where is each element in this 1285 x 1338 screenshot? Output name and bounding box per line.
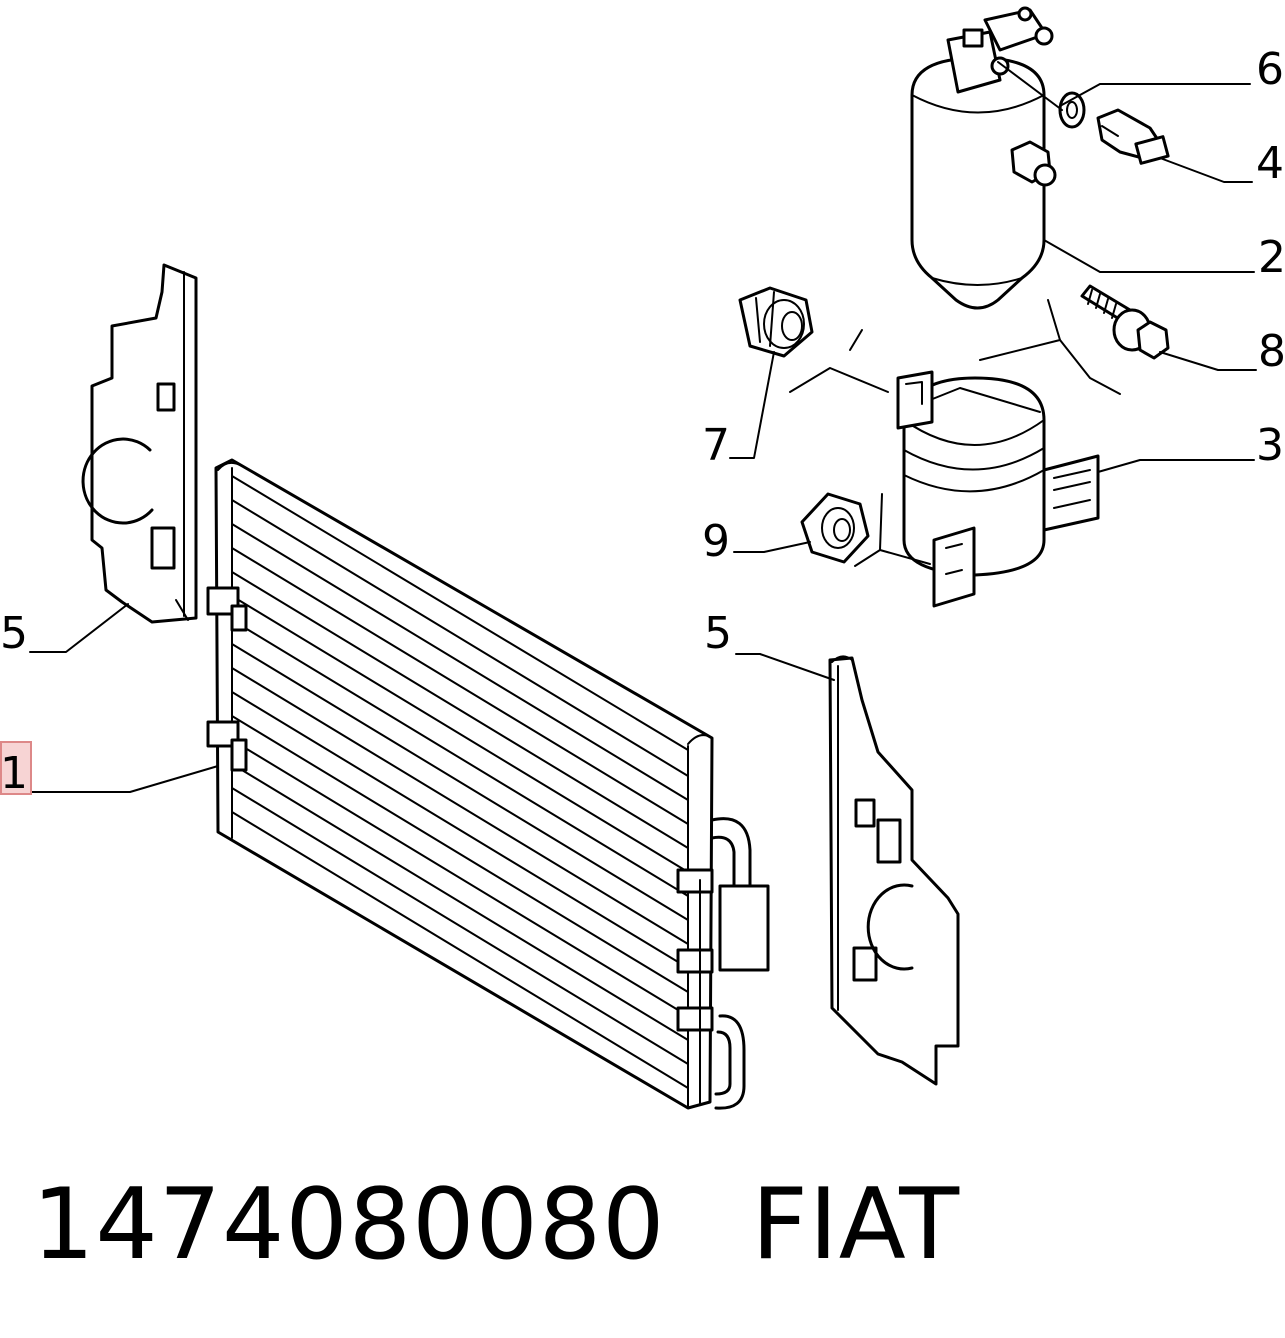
callout-1: 1 [0,748,28,799]
part-number: 1474080080 [32,1168,666,1282]
nut-9 [800,492,870,564]
callout-9: 9 [702,516,730,567]
callout-5-left: 5 [0,608,28,659]
nut-7 [738,286,814,358]
condenser [206,458,770,1110]
callout-4: 4 [1256,138,1284,189]
bolt [1080,284,1170,360]
bracket [789,299,1121,608]
callout-3: 3 [1256,420,1284,471]
side-panel-right [828,655,960,1086]
footer-caption: 1474080080 FIAT [32,1168,960,1282]
brand-name: FIAT [751,1168,961,1282]
callout-8: 8 [1258,326,1285,377]
receiver-drier [910,6,1057,310]
pressure-switch [1096,108,1170,165]
callout-5-right: 5 [704,608,732,659]
callout-7: 7 [702,420,730,471]
callout-2: 2 [1258,232,1285,283]
callout-6: 6 [1256,44,1284,95]
washer [1058,91,1086,129]
side-panel-left [81,263,198,624]
callout-1-highlight [0,741,32,795]
leader-lines [29,61,1257,793]
